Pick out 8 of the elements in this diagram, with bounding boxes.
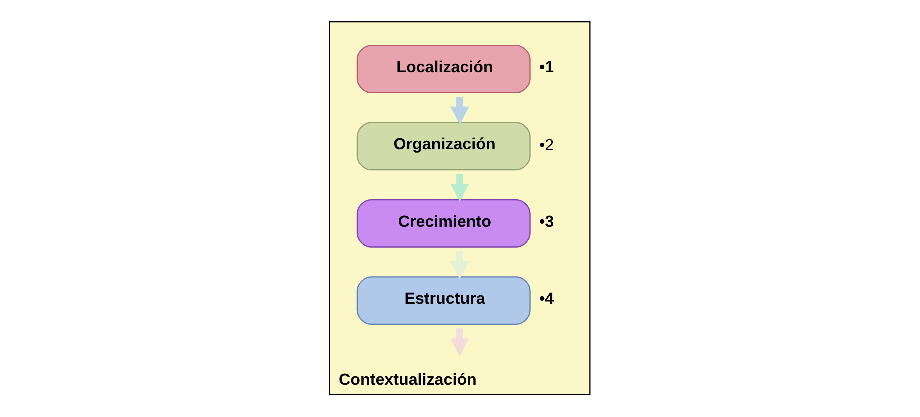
- node-label: •2: [539, 136, 554, 155]
- node-label: •3: [539, 212, 554, 231]
- arrow: [450, 252, 470, 280]
- arrow: [450, 174, 470, 202]
- arrow: [450, 97, 470, 125]
- node-label: •4: [539, 290, 554, 308]
- arrow: [450, 328, 470, 357]
- node-label: •1: [539, 58, 554, 76]
